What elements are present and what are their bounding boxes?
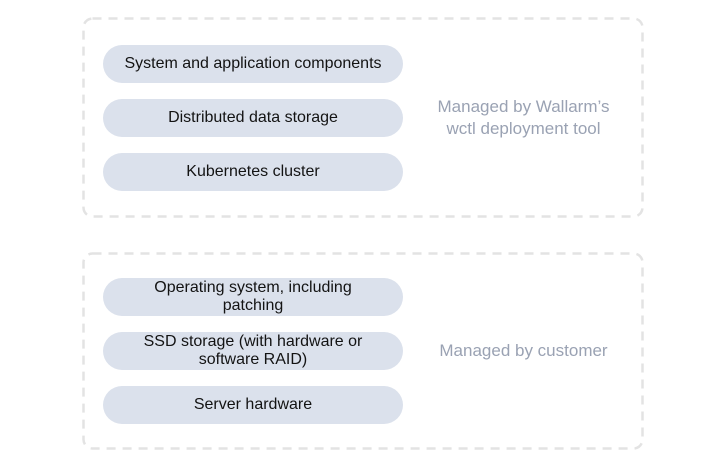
pill-text-line: Operating system, including (154, 279, 352, 296)
pill-text-line: patching (222, 297, 284, 314)
pill-text-line: System and application components (124, 54, 382, 72)
managed-by-customer-label: Managed by customer (403, 252, 644, 450)
pill-system-and-application-components: System and application components (103, 44, 403, 83)
wallarm-managed-section: System and application components Distri… (82, 17, 644, 218)
pill-server-hardware: Server hardware (103, 386, 403, 424)
pill-text-line: Kubernetes cluster (186, 162, 320, 180)
pill-text-line: Server hardware (193, 396, 313, 413)
pill-text-line: SSD storage (with hardware or (143, 333, 363, 350)
pill-kubernetes-cluster: Kubernetes cluster (103, 152, 403, 191)
pill-text-line: software RAID) (198, 351, 308, 368)
pill-operating-system: Operating system, including patching (103, 278, 403, 316)
pill-column: Operating system, including patching SSD… (103, 252, 403, 450)
customer-managed-section: Operating system, including patching SSD… (82, 252, 644, 450)
pill-ssd-storage: SSD storage (with hardware or software R… (103, 332, 403, 370)
label-text-line: Managed by customer (439, 341, 608, 360)
pill-text-line: Distributed data storage (168, 108, 338, 126)
pill-distributed-data-storage: Distributed data storage (103, 98, 403, 137)
pill-column: System and application components Distri… (103, 17, 403, 218)
managed-by-wallarm-label: Managed by Wallarm’s wctl deployment too… (403, 17, 644, 218)
label-text-line: Managed by Wallarm’s (437, 96, 610, 116)
label-text-line: wctl deployment tool (446, 118, 601, 138)
